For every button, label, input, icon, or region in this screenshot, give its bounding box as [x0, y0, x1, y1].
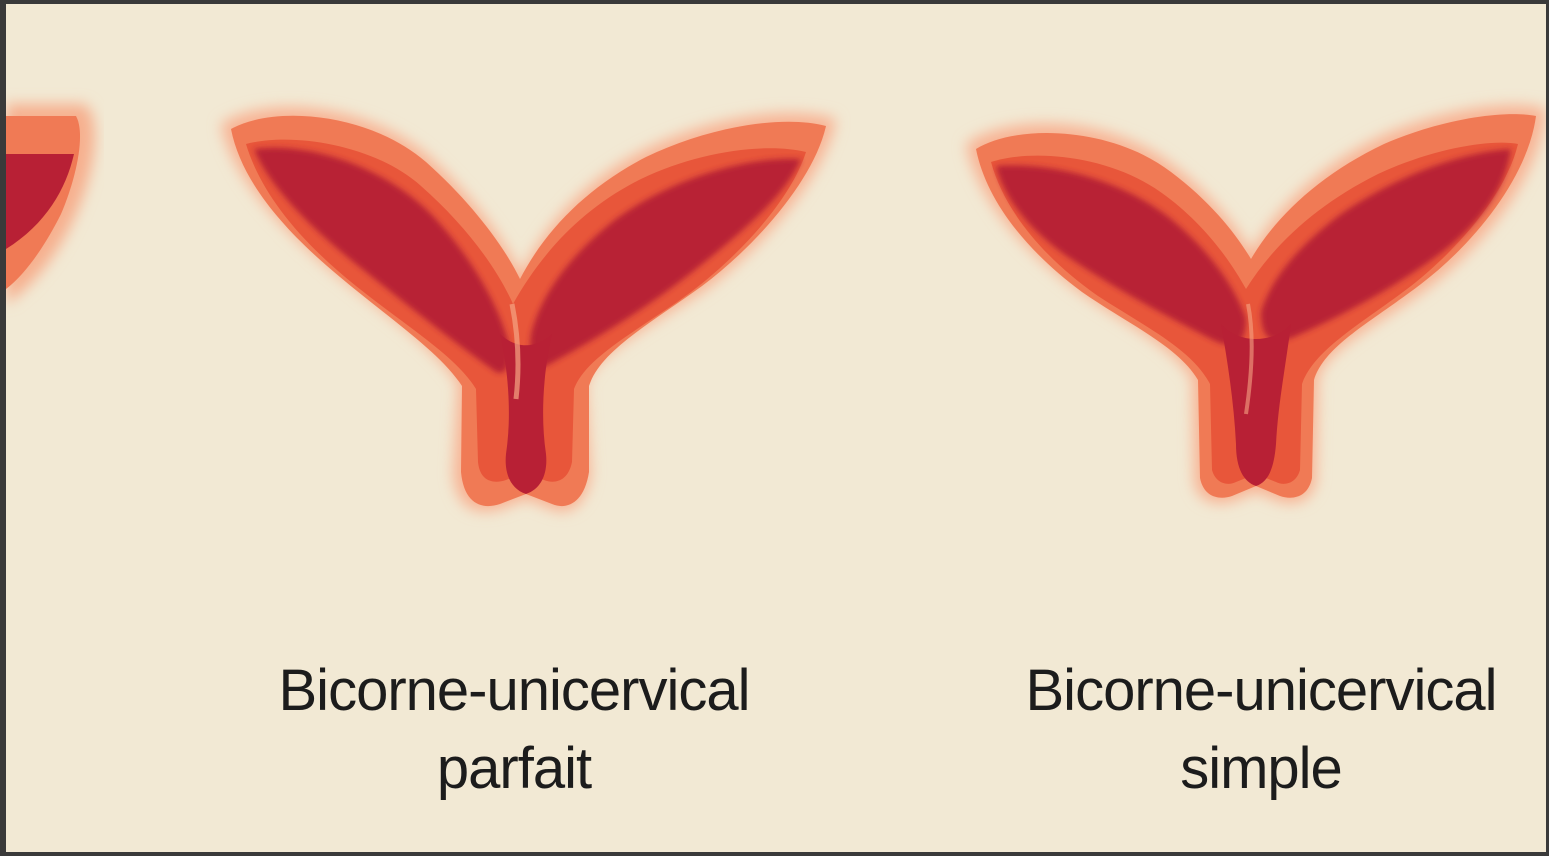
uterus-bicornuate-partial [966, 105, 1546, 503]
caption-simple-line1: Bicorne-unicervical [981, 652, 1541, 730]
partial-uterus-left-edge [6, 104, 95, 304]
uterus-bicornuate-complete [221, 107, 836, 511]
caption-simple: Bicorne-unicervical simple [981, 652, 1541, 808]
caption-parfait: Bicorne-unicervical parfait [234, 652, 794, 808]
caption-parfait-line1: Bicorne-unicervical [234, 652, 794, 730]
caption-simple-line2: simple [981, 730, 1541, 808]
caption-parfait-line2: parfait [234, 730, 794, 808]
